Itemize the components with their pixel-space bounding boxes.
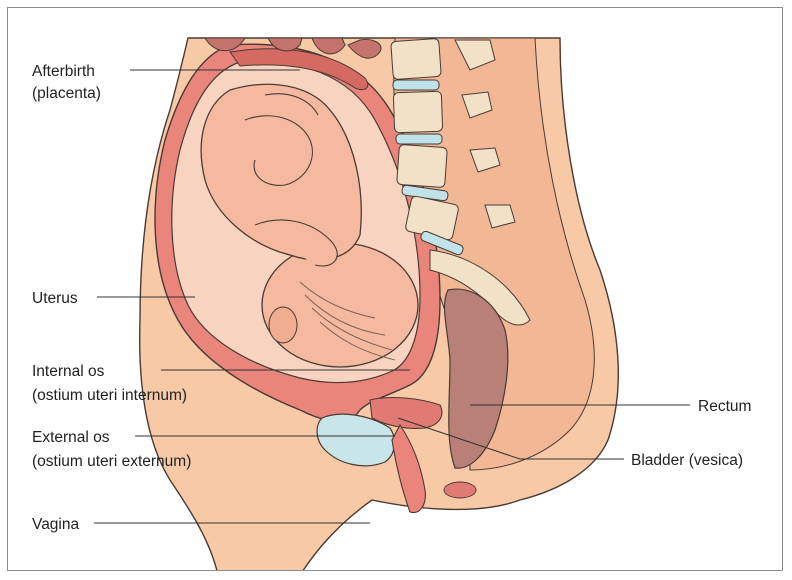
vagina-label: Vagina [32, 516, 79, 533]
uterus-label: Uterus [32, 290, 78, 307]
afterbirth-label: Afterbirth [32, 63, 95, 80]
bladder-label: Bladder (vesica) [631, 452, 743, 469]
perineum-mark [444, 482, 476, 498]
illustration [140, 38, 619, 575]
external-os-latin-label: (ostium uteri externum) [32, 453, 191, 470]
internal-os-label: Internal os [32, 363, 105, 380]
internal-os-latin-label: (ostium uteri internum) [32, 387, 187, 404]
fetus-head [262, 243, 418, 367]
fetus-ear [269, 307, 297, 343]
rectum-label: Rectum [698, 398, 751, 415]
placenta-label: (placenta) [32, 85, 101, 102]
external-os-label: External os [32, 429, 110, 446]
